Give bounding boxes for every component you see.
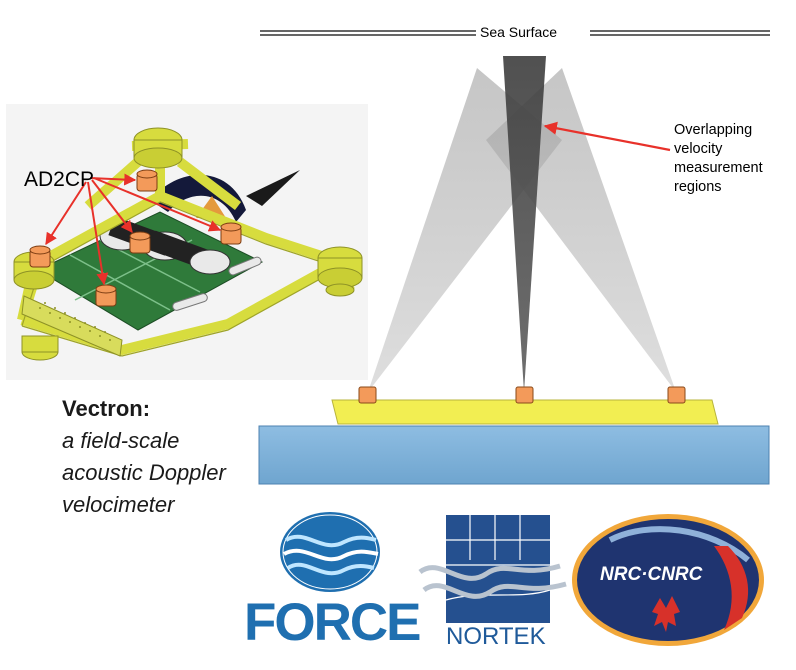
overlap-label-line: regions <box>674 179 722 195</box>
sea-surface-label: Sea Surface <box>476 24 562 40</box>
ad2cp-label: AD2CP <box>24 168 95 191</box>
transducer-left <box>358 386 377 404</box>
nrc-logo <box>572 514 764 646</box>
overlap-label-line: velocity <box>674 141 723 157</box>
transducer-right <box>667 386 686 404</box>
force-logo <box>280 512 380 592</box>
seabed-platform <box>331 399 719 425</box>
force-logo-text: FORCE <box>244 593 421 652</box>
ad2cp-arrows <box>45 173 222 286</box>
caption-line: a field-scale <box>62 428 180 453</box>
vectron-frame-illustration <box>6 104 368 380</box>
overlap-label: Overlapping velocity measurement regions <box>674 121 763 197</box>
transducer-center <box>515 386 534 404</box>
acoustic-beams <box>368 56 676 392</box>
nortek-logo <box>418 515 567 623</box>
center-beam <box>503 56 546 392</box>
nrc-logo-text-layer: NRC·CNRC <box>600 564 703 585</box>
caption-line: acoustic Doppler <box>62 460 226 485</box>
overlap-label-line: Overlapping <box>674 122 753 138</box>
overlap-arrow <box>543 121 671 152</box>
caption-line: velocimeter <box>62 492 175 517</box>
sea-surface-line <box>260 30 770 36</box>
nrc-logo-text: NRC·CNRC <box>600 564 703 585</box>
seabed-block <box>258 425 770 485</box>
nortek-logo-text: NORTEK <box>446 623 546 650</box>
caption-title: Vectron: <box>62 396 151 421</box>
overlap-label-line: measurement <box>674 160 763 176</box>
